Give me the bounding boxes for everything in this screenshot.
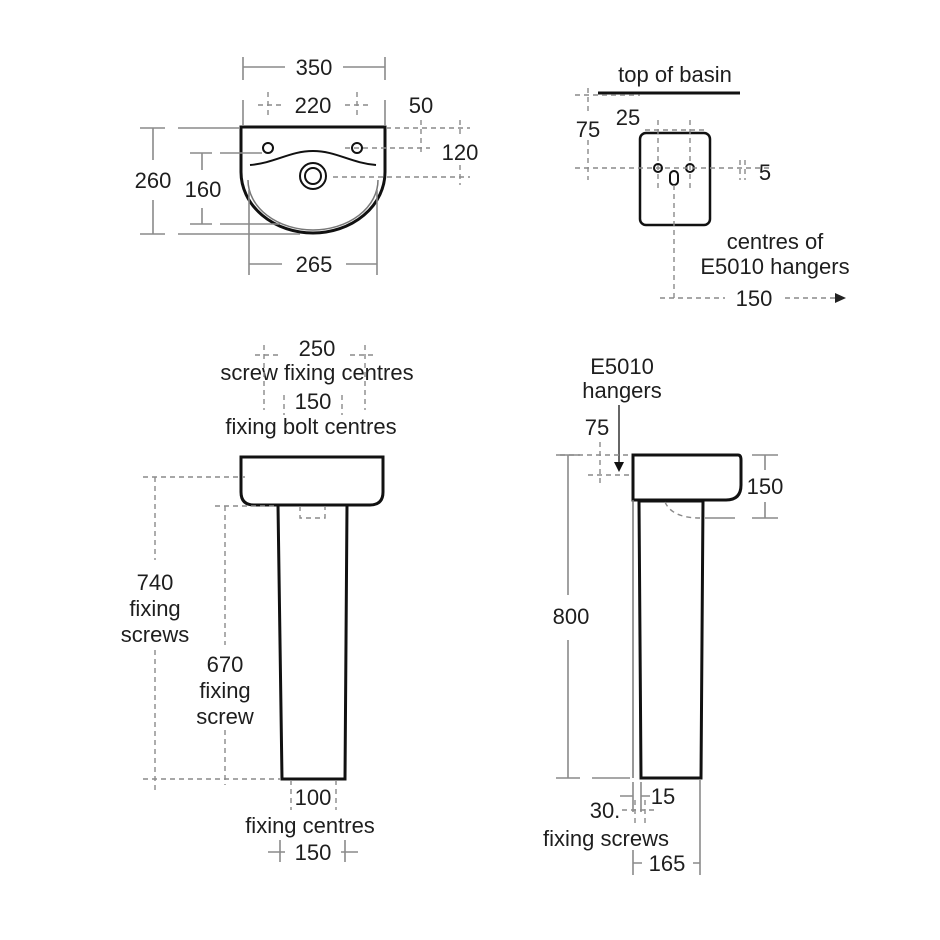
dim-260-line [140,127,300,235]
fixing-bolt-centres-label: fixing bolt centres [225,414,396,439]
waste-outlet-inner [304,167,322,185]
dim-120: 120 [442,140,479,165]
hanger-note-line2: E5010 hangers [700,254,849,279]
side-fixing-screws-label: fixing screws [543,826,669,851]
hangers-label: hangers [582,378,662,403]
dim-100-line [290,780,337,810]
side-basin-outline [631,453,743,502]
front-pedestal-outline [276,503,349,781]
dim-15-line [620,782,650,812]
dim-160-line [190,152,280,225]
fixing-screws-label-1: fixing [129,596,180,621]
fixing-centres-label: fixing centres [245,813,375,838]
dim-150-bolts: 150 [295,389,332,414]
side-dim-30: 30. [590,798,621,823]
dim-265-line [248,190,378,275]
dim-350-line [242,57,386,125]
dim-800-line [556,454,630,779]
side-dim-150: 150 [747,474,784,499]
arrow-down-icon [614,462,624,472]
dim-260: 260 [135,168,172,193]
dim-670-line [215,505,278,785]
screw-fixing-centres-label: screw fixing centres [220,360,413,385]
dim-100: 100 [295,785,332,810]
side-trap [664,501,701,519]
top-of-basin-label: top of basin [618,62,732,87]
hanger-note-line1: centres of [727,229,824,254]
dim-740: 740 [137,570,174,595]
fixing-screw-label-2: screw [196,704,254,729]
dim-670: 670 [207,652,244,677]
dim-150-foot-line [268,840,358,862]
basin-bowl-inner [247,179,379,231]
side-dim-165: 165 [649,851,686,876]
dim-350: 350 [296,55,333,80]
dim-30-line [622,800,655,825]
dim-220: 220 [295,93,332,118]
hanger-dim-150: 150 [736,286,773,311]
fixing-screw-label-1: fixing [199,678,250,703]
dim-165-line [632,780,701,875]
plan-view: 350 220 50 120 260 160 265 [135,55,479,277]
dim-150-side-line [705,454,778,519]
side-dim-75: 75 [585,415,609,440]
side-elevation: E5010 hangers 75 150 800 15 30. fixing s… [543,354,783,876]
front-basin-outline [239,455,385,507]
side-dim-15: 15 [651,784,675,809]
dim-250: 250 [299,336,336,361]
dim-150-foot: 150 [295,840,332,865]
basin-rim-wave [249,149,377,166]
hanger-view: top of basin 75 25 5 centres of E5010 ha… [575,62,850,311]
arrow-right-icon [835,293,846,303]
side-dim-800: 800 [553,604,590,629]
hanger-dim-25: 25 [616,105,640,130]
dim-265: 265 [296,252,333,277]
front-elevation: 250 screw fixing centres 150 fixing bolt… [121,336,414,865]
hanger-dim-lines [575,88,770,300]
e5010-label: E5010 [590,354,654,379]
fixing-screws-label-2: screws [121,622,189,647]
dim-160: 160 [185,177,222,202]
hanger-dim-75: 75 [576,117,600,142]
tap-hole-left [262,142,274,154]
dim-50: 50 [409,93,433,118]
hanger-dim-5: 5 [759,160,771,185]
hanger-slot [669,170,679,186]
dim-220-line [258,92,372,118]
side-pedestal-outline [637,499,705,780]
